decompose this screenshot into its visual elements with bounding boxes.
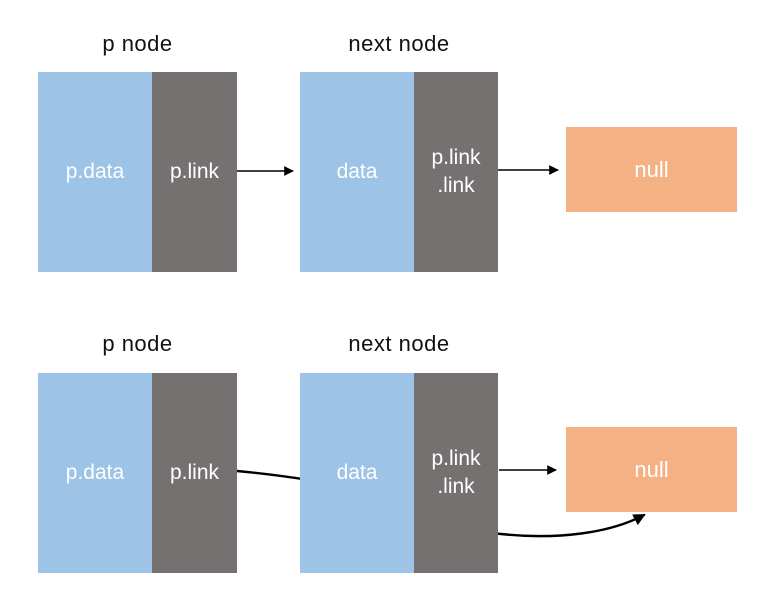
p-node-box-top: p.data p.link: [38, 72, 237, 272]
p-link-cell-bottom: p.link: [152, 373, 237, 573]
next-data-cell-bottom: data: [300, 373, 414, 573]
next-data-cell-top: data: [300, 72, 414, 272]
p-link-label-top: p.link: [169, 160, 220, 183]
next-link-cell-bottom: p.link .link: [414, 373, 498, 573]
next-node-box-bottom: data p.link .link: [300, 373, 498, 573]
p-node-box-bottom: p.data p.link: [38, 373, 237, 573]
next-node-box-top: data p.link .link: [300, 72, 498, 272]
next-link-label-line1-top: p.link: [431, 146, 481, 169]
next-node-title-top: next node: [348, 31, 450, 56]
p-link-cell-top: p.link: [152, 72, 237, 272]
p-data-cell-top: p.data: [38, 72, 152, 272]
null-box-top: null: [566, 127, 737, 212]
p-node-title-top: p node: [102, 31, 173, 56]
p-link-label-bottom: p.link: [169, 461, 220, 484]
next-link-label-line1-bottom: p.link: [431, 447, 481, 470]
p-data-cell-bottom: p.data: [38, 373, 152, 573]
next-link-label-line2-bottom: .link: [437, 475, 475, 498]
next-node-title-bottom: next node: [348, 331, 450, 356]
next-link-label-line2-top: .link: [437, 174, 475, 197]
null-box-bottom: null: [566, 427, 737, 512]
p-node-title-bottom: p node: [102, 331, 173, 356]
next-link-cell-top: p.link .link: [414, 72, 498, 272]
